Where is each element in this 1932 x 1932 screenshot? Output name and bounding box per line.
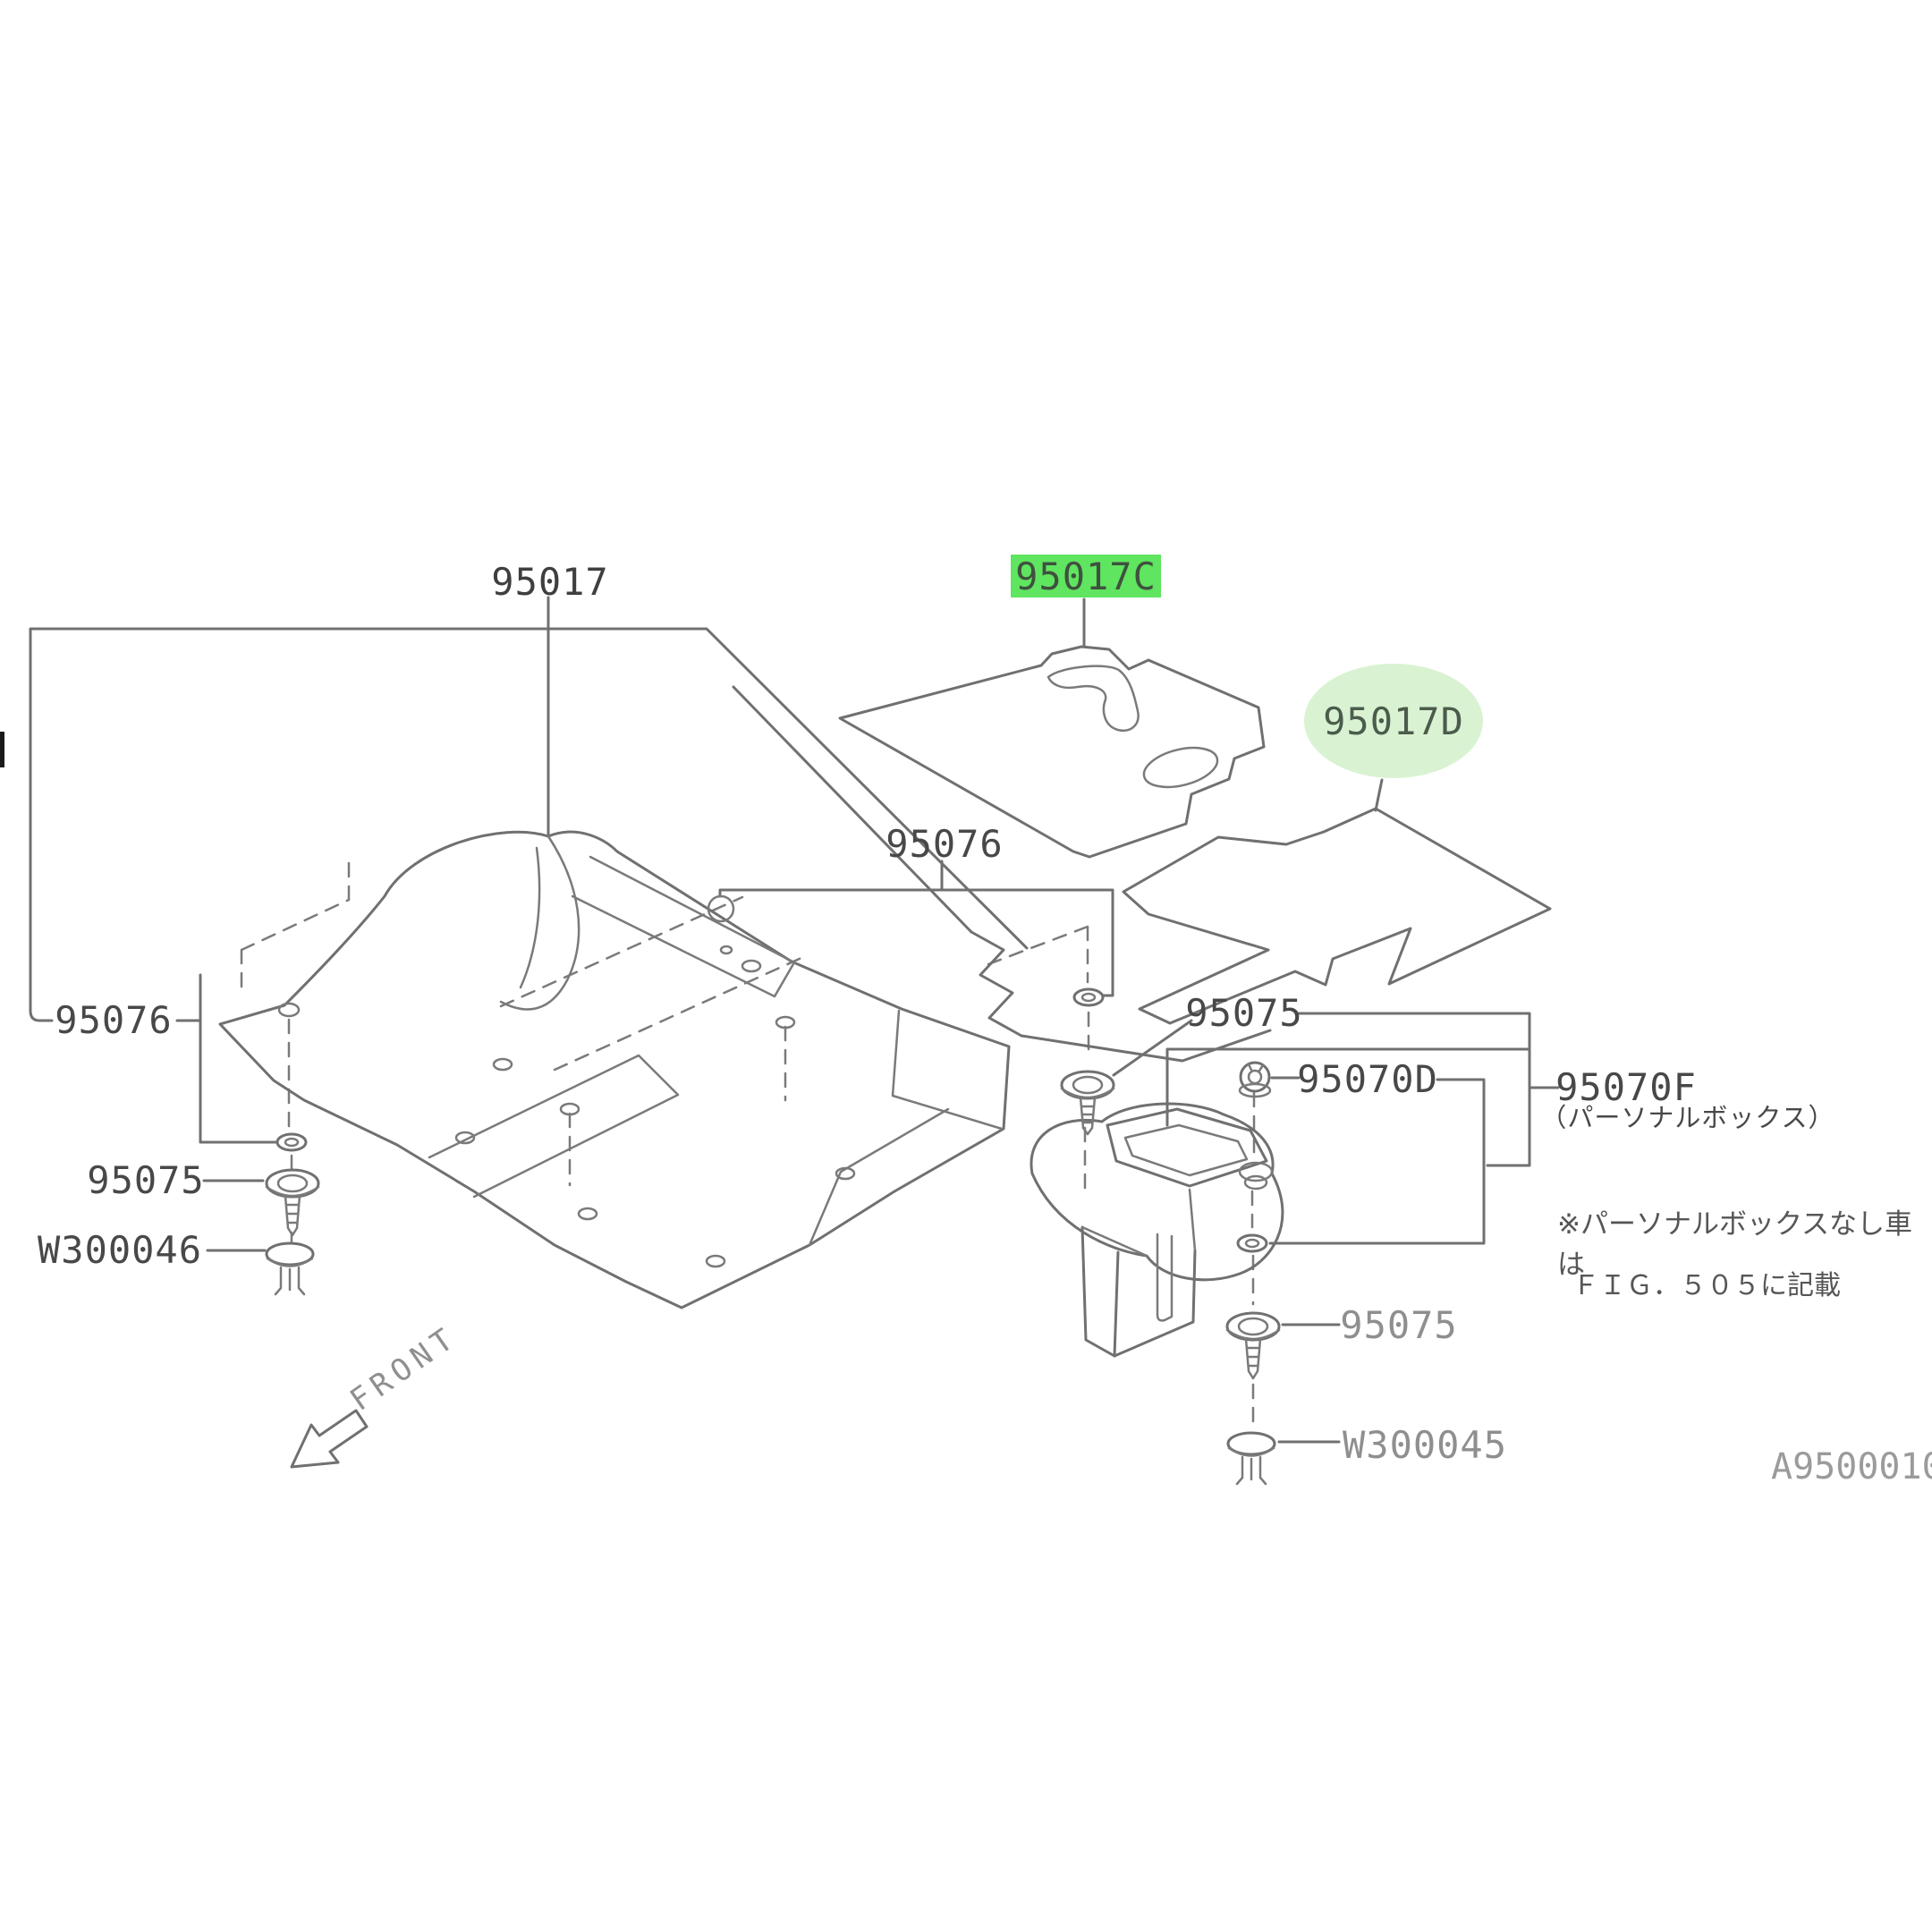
push-clip-icon xyxy=(267,1243,313,1294)
part-label-95070d: 95070D xyxy=(1297,1057,1438,1101)
scan-artifact xyxy=(0,732,4,767)
part-label-95076-left: 95076 xyxy=(55,998,173,1042)
front-arrow-icon xyxy=(292,1411,367,1467)
mat-piece-95017c-slot-hole xyxy=(1048,666,1139,731)
washer-icon xyxy=(1074,989,1103,1005)
part-label-95017d: 95017D xyxy=(1323,699,1464,743)
grommet-screw-icon xyxy=(1227,1313,1279,1378)
leader-lines xyxy=(30,597,1558,1442)
push-clip-icon xyxy=(1228,1433,1275,1484)
insulator-hole-ring xyxy=(708,896,733,921)
mat-piece-95017c xyxy=(840,647,1264,857)
nut-icon xyxy=(1240,1063,1270,1097)
floor-mat-95017 xyxy=(220,832,1009,1308)
mat-piece-95017c-oval-hole xyxy=(1140,741,1221,793)
part-label-95070f-sub: （パーソナルボックス） xyxy=(1540,1102,1835,1133)
mat-piece-95017d xyxy=(1123,809,1550,1023)
box-slot xyxy=(1157,1234,1172,1320)
hidden-lines xyxy=(242,857,1254,1426)
grommet-screw-icon xyxy=(267,1170,318,1235)
part-label-95017c-highlight[interactable]: 95017C xyxy=(1011,554,1161,598)
washer-icon xyxy=(1238,1235,1267,1251)
note-line1: ※パーソナルボックスなし車は xyxy=(1557,1208,1913,1281)
doc-number: A9500010 xyxy=(1771,1446,1932,1487)
part-label-95075-lower-right: 95075 xyxy=(1340,1303,1458,1347)
part-label-95070f: 95070F xyxy=(1555,1065,1697,1109)
part-label-w300046: W300046 xyxy=(37,1228,203,1272)
insulator-95076-right xyxy=(733,687,1270,1061)
grommet-screw-icon xyxy=(1062,1072,1114,1134)
note-line2: ＦＩＧ．５０５に記載 xyxy=(1572,1270,1841,1301)
part-label-95017: 95017 xyxy=(491,560,609,604)
part-label-95075-left: 95075 xyxy=(87,1158,205,1202)
mat-holes xyxy=(279,946,854,1267)
part-label-95075-upper-right: 95075 xyxy=(1185,991,1303,1035)
personal-box xyxy=(1031,1104,1283,1356)
part-label-95076-center: 95076 xyxy=(886,822,1004,866)
box-mount-ear xyxy=(1240,1163,1272,1181)
part-label-95017c: 95017C xyxy=(1015,554,1157,598)
part-label-w300045: W300045 xyxy=(1342,1423,1508,1467)
part-label-95017d-highlight[interactable]: 95017D xyxy=(1304,664,1483,778)
washer-icon xyxy=(277,1134,306,1150)
